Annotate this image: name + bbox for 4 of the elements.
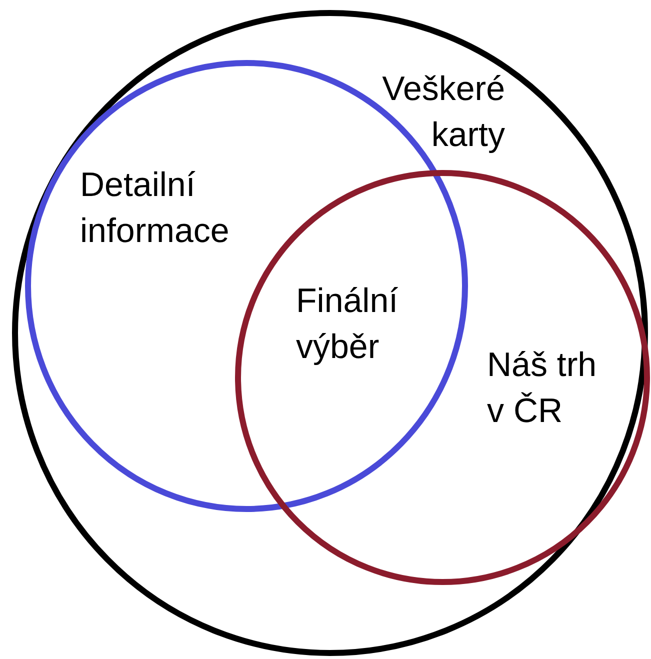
set-label: Náš trh v ČR: [487, 345, 598, 432]
intersection-label: Finální výběr: [296, 281, 400, 368]
set-label: Detailní informace: [80, 165, 230, 252]
set-label: Veškeré karty: [381, 69, 505, 156]
